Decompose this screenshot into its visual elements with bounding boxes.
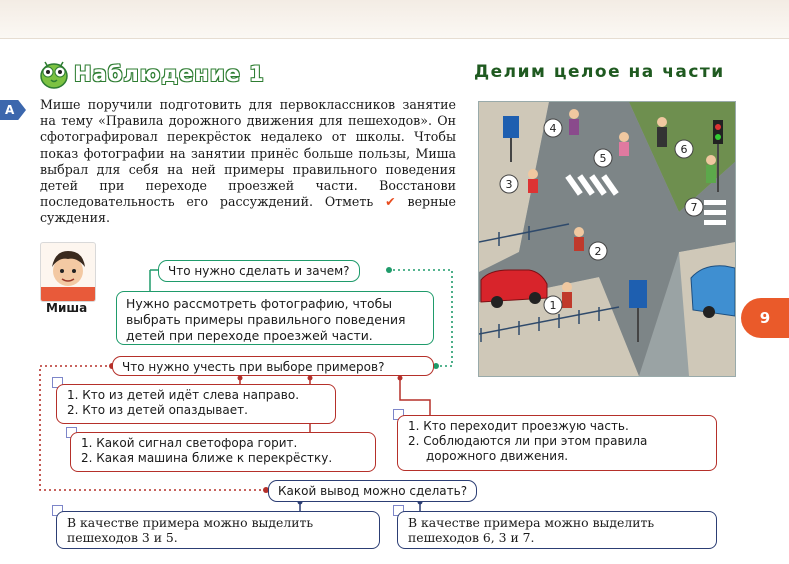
page-number: 9	[741, 298, 789, 338]
conclusion-b-line-2: пешеходов 6, 3 и 7.	[408, 530, 535, 545]
photo-label-6: 6	[681, 143, 688, 156]
answer-what-to-do: Нужно рассмотреть фотографию, чтобы выбр…	[116, 291, 434, 345]
conclusion-a-line-1: В качестве примера можно выделить	[67, 515, 314, 530]
option-b-line-2: 2. Какая машина ближе к перекрёстку.	[81, 451, 333, 465]
task-paragraph: Мише поручили подготовить для первокласс…	[40, 97, 456, 227]
crossroads-photo: 1 2 3 4 5 6 7	[478, 101, 736, 377]
option-a-box: 1. Кто из детей идёт слева направо. 2. К…	[56, 384, 336, 424]
task-text: Мише поручили подготовить для первокласс…	[40, 97, 456, 210]
page-top-band	[0, 0, 789, 39]
question-what-to-consider: Что нужно учесть при выборе примеров?	[112, 356, 434, 376]
photo-label-1: 1	[550, 299, 557, 312]
photo-label-4: 4	[550, 122, 557, 135]
avatar	[40, 242, 96, 302]
option-b-line-1: 1. Какой сигнал светофора горит.	[81, 436, 298, 450]
option-c-line-3: дорожного движения.	[426, 449, 569, 463]
checkmark-icon: ✔	[385, 194, 396, 210]
option-c-box: 1. Кто переходит проезжую часть. 2. Собл…	[397, 415, 717, 471]
conclusion-b-line-1: В качестве примера можно выделить	[408, 515, 655, 530]
photo-label-2: 2	[595, 245, 602, 258]
topic-title: Делим целое на части	[474, 62, 725, 82]
boy-avatar-icon	[41, 251, 95, 301]
section-marker: A	[0, 100, 26, 120]
option-a-line-2: 2. Кто из детей опаздывает.	[67, 403, 248, 417]
option-c-line-2: 2. Соблюдаются ли при этом правила	[408, 434, 648, 448]
conclusion-b-box: В качестве примера можно выделить пешехо…	[397, 511, 717, 549]
character-name: Миша	[46, 301, 88, 315]
task-text-end: верные суждения.	[40, 194, 456, 226]
owl-mascot-icon	[40, 61, 68, 89]
conclusion-a-box: В качестве примера можно выделить пешехо…	[56, 511, 380, 549]
question-what-to-do: Что нужно сделать и зачем?	[158, 260, 360, 282]
option-c-line-1: 1. Кто переходит проезжую часть.	[408, 419, 629, 433]
photo-label-5: 5	[600, 152, 607, 165]
option-a-line-1: 1. Кто из детей идёт слева направо.	[67, 388, 300, 402]
observation-title: Наблюдение 1	[73, 61, 265, 86]
photo-label-3: 3	[506, 178, 513, 191]
photo-label-7: 7	[691, 201, 698, 214]
conclusion-a-line-2: пешеходов 3 и 5.	[67, 530, 178, 545]
question-conclusion: Какой вывод можно сделать?	[268, 480, 478, 502]
option-b-box: 1. Какой сигнал светофора горит. 2. Кака…	[70, 432, 376, 472]
